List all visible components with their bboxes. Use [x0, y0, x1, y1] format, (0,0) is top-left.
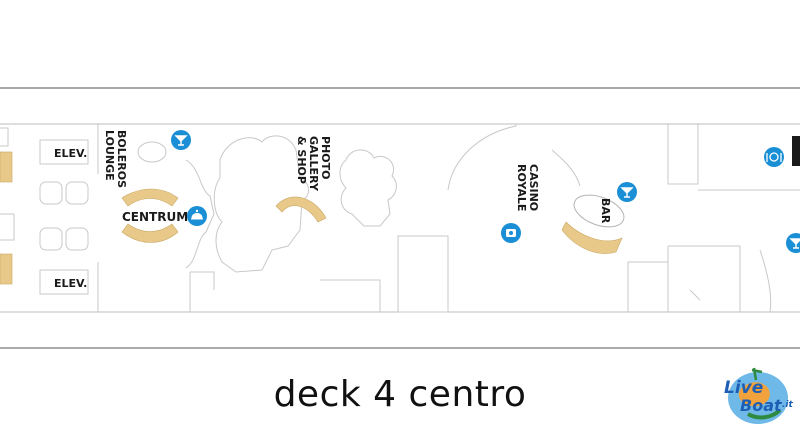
deck-caption: deck 4 centro	[273, 374, 527, 415]
wall-segment	[689, 289, 701, 301]
cocktail-icon	[171, 130, 191, 150]
photo-line-2: GALLERY	[307, 136, 320, 192]
stair-left-bottom	[0, 253, 13, 285]
wall-segment	[0, 127, 9, 147]
elevator-car	[39, 227, 63, 251]
elevator-box	[39, 269, 89, 295]
boleros-line-2: LOUNGE	[103, 130, 116, 181]
wall-segment	[0, 213, 15, 241]
bar-stair	[561, 221, 623, 254]
cutoff-label-glyph	[792, 136, 800, 166]
casino-room	[397, 235, 449, 313]
wall-curve	[759, 249, 772, 313]
elevator-label-top: ELEV.	[54, 147, 87, 160]
centrum-stair-bottom	[121, 223, 179, 243]
casino-line-2: ROYALE	[515, 164, 528, 211]
photo-line-1: PHOTO	[319, 136, 332, 179]
boleros-line-1: BOLEROS	[115, 130, 128, 188]
boleros-lounge-label: BOLEROS LOUNGE	[103, 130, 128, 188]
bar-counter	[573, 194, 625, 228]
wall-segment	[320, 279, 381, 312]
photo-gallery-stair	[275, 196, 327, 223]
logo-text-suffix: .it	[782, 400, 793, 410]
casino-line-1: CASINO	[527, 164, 540, 211]
elevator-car	[39, 181, 63, 205]
centrum-stair-top	[121, 188, 179, 207]
casino-curve	[551, 149, 581, 187]
wall-segment	[627, 261, 668, 312]
centrum-label: CENTRUM	[122, 210, 188, 224]
logo-text-live: Live	[724, 378, 764, 398]
logo-text-boat: Boat	[740, 396, 782, 415]
photo-line-3: & SHOP	[295, 136, 308, 184]
casino-royale-label: CASINO ROYALE	[515, 164, 540, 211]
guest-services-icon	[187, 206, 207, 226]
cocktail-icon	[786, 233, 800, 253]
bar-text: BAR	[599, 198, 612, 224]
cocktail-icon	[617, 182, 637, 202]
dining-icon	[764, 147, 784, 167]
casino-arc	[447, 124, 517, 191]
wall-segment	[189, 271, 215, 312]
elevator-car	[65, 227, 89, 251]
right-room-top	[667, 124, 699, 185]
liveboat-logo: Live Boat .it	[718, 358, 798, 432]
photo-gallery-walls	[213, 135, 309, 273]
stair-left-top	[0, 151, 13, 183]
elevator-car	[65, 181, 89, 205]
logo-globe-icon	[728, 367, 788, 424]
cutoff-label	[792, 136, 800, 166]
wall-curve	[185, 159, 215, 269]
casino-wall	[398, 235, 449, 312]
right-room	[667, 245, 741, 312]
casino-chip-icon	[501, 223, 521, 243]
wall-column	[137, 141, 167, 163]
photo-gallery-label: PHOTO GALLERY & SHOP	[295, 136, 332, 192]
bar-label: BAR	[599, 198, 612, 224]
elevator-box	[39, 139, 89, 165]
deck-plan: ELEV. ELEV. BOLEROS LOUNGE CENTRUM PHOTO…	[0, 87, 800, 349]
elevator-label-bottom: ELEV.	[54, 277, 87, 290]
kiosk-walls	[339, 149, 397, 227]
